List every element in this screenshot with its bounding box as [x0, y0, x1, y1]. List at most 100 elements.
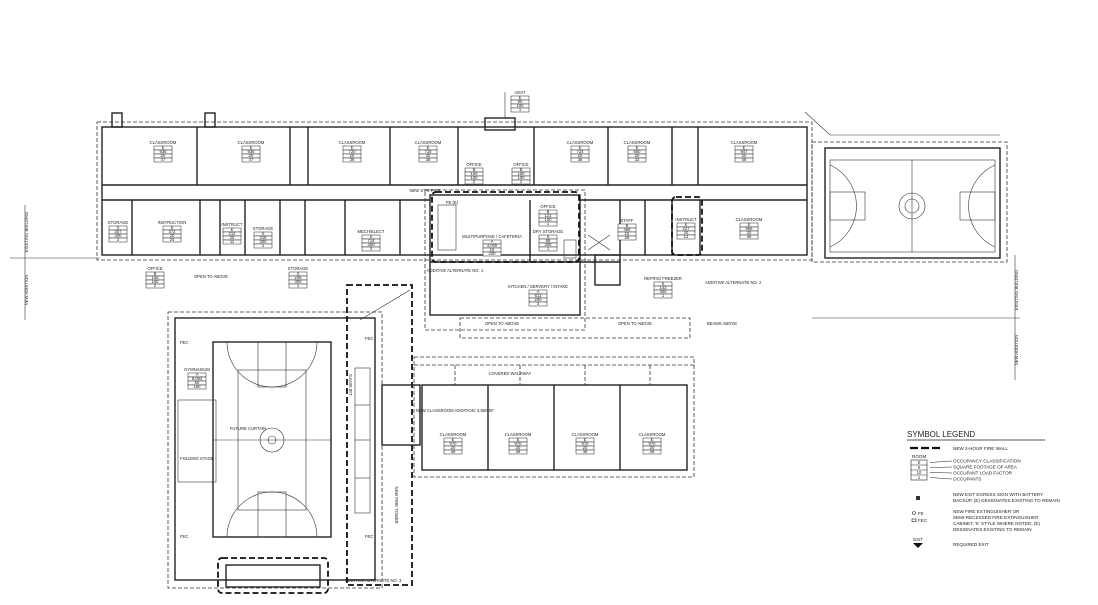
legend-ext-1: NEW FIRE EXTINGUISHER OR — [953, 509, 1020, 514]
room-tag-value: 48 — [742, 157, 747, 162]
room-tag-value: 1 — [547, 221, 550, 226]
room-tag-cell — [162, 237, 182, 243]
room-tag-value: 200 — [489, 251, 497, 256]
room-tag-value: 20 — [161, 153, 166, 158]
note-future-curtain: FUTURE CURTAIN — [230, 426, 266, 431]
room-tag-value: 970 — [582, 441, 590, 446]
room-tag-value: 47 — [161, 157, 166, 162]
room-tag-value: 20 — [451, 445, 456, 450]
room-tag-value: A — [196, 372, 199, 377]
room-tag-value: 1 — [662, 293, 665, 298]
room-tag-value: 20 — [742, 153, 747, 158]
room-tag-value: 47 — [249, 157, 254, 162]
room-tag-value: 28 — [625, 235, 630, 240]
note-additive-alternate-2: ADDITIVE ALTERNATE NO. 2 — [705, 280, 762, 285]
room-tag-value: 48 — [583, 449, 588, 454]
room-tag-value: 300 — [295, 279, 303, 284]
room-tag-value: S — [370, 234, 373, 239]
legend-tag-value: 1 — [918, 475, 921, 480]
room-tag-value: S — [662, 281, 665, 286]
room-tag-value: 1 — [519, 107, 522, 112]
room-tag-value: 36 — [426, 157, 431, 162]
room-tag-value: E — [685, 222, 688, 227]
legend-required-exit: REQUIRED EXIT — [953, 542, 989, 547]
room-tag-value: 718 — [425, 149, 433, 154]
room-tag-value: 660 — [634, 149, 642, 154]
room-tag-value: E — [351, 145, 354, 150]
room-tag-cell — [153, 157, 173, 163]
room-name: KITCHEN / SERVERY / INTAKE — [508, 284, 568, 289]
room-tag-value: 2 — [520, 179, 523, 184]
room-tag-value: S — [262, 231, 265, 236]
room-tag-value: E — [651, 437, 654, 442]
room-name: CLASSROOM — [639, 432, 666, 437]
room-tag-value: 20 — [578, 153, 583, 158]
note-beams-above: BEAMS ABOVE — [707, 321, 737, 326]
legend-tag-value: 10 — [917, 470, 922, 475]
legend-ext-3: CABINET, 'K' STYLE WHERE NOTED, (E) — [953, 521, 1040, 526]
room-tag-value: B — [547, 209, 550, 214]
room-tag-value: 121 — [545, 213, 553, 218]
room-tag-cell — [464, 179, 484, 185]
legend-exit-sign-1: NEW EXIT EGRESS SIGN WITH BATTERY — [953, 492, 1043, 497]
gymnasium-plan — [167, 284, 421, 594]
room-tag-value: 20 — [516, 445, 521, 450]
room-tag-value: E — [748, 222, 751, 227]
room-tag-value: 458 — [624, 227, 632, 232]
room-tag-value: 970 — [450, 441, 458, 446]
room-tag-cell — [627, 157, 647, 163]
room-name: CLASSROOM — [440, 432, 467, 437]
fire-extinguisher-cabinet-icon — [911, 518, 917, 522]
classroom-addition — [413, 356, 695, 478]
main-building — [96, 92, 813, 339]
room-tag-value: 611 — [535, 293, 542, 298]
room-tag-cell — [508, 449, 528, 455]
room-tag-value: 724 — [577, 149, 585, 154]
room-name: STORAGE — [108, 220, 129, 225]
room-tag-value: 1 — [297, 283, 300, 288]
room-tag-value: 100 — [152, 279, 160, 284]
legend-room-tag-title: ROOM — [912, 454, 926, 459]
room-tag-value: 15 — [490, 247, 495, 252]
room-tag-value: 720 — [349, 149, 357, 154]
room-tag-value: 15 — [625, 231, 630, 236]
room-name: OFFICE — [513, 162, 529, 167]
room-tag-value: B — [154, 271, 157, 276]
room-name: INSTRUCT — [221, 222, 243, 227]
room-name: STORAGE — [253, 226, 274, 231]
room-tag-cell — [617, 235, 637, 241]
note-covered-walkway: COVERED WALKWAY — [489, 371, 532, 376]
room-tag-value: E — [636, 145, 639, 150]
room-name: OFFICE — [540, 204, 556, 209]
room-tag-value: 24 — [170, 237, 175, 242]
room-tag-value: E — [584, 437, 587, 442]
room-tag-value: 48 — [451, 449, 456, 454]
room-tag-cell — [676, 234, 696, 240]
room-tag-value: 472 — [169, 229, 177, 234]
exit-glyph-text: EXIT — [913, 537, 923, 542]
room-tag-value: 150 — [471, 171, 479, 176]
room-tag-value: 20 — [426, 153, 431, 158]
room-tag-cell — [145, 283, 165, 289]
note-additive-alternate-3: ADDITIVE ALTERNATE NO. 3 — [345, 578, 402, 583]
room-tag-value: 50 — [195, 380, 200, 385]
room-tag-value: 200 — [535, 297, 543, 302]
room-tag-value: E — [427, 145, 430, 150]
room-tag-value: 970 — [515, 441, 523, 446]
room-name: MULTIPURPOSE / CAFETERIA — [462, 234, 522, 239]
room-tag-value: A — [537, 289, 540, 294]
room-tag-value: 3,000 — [487, 243, 498, 248]
